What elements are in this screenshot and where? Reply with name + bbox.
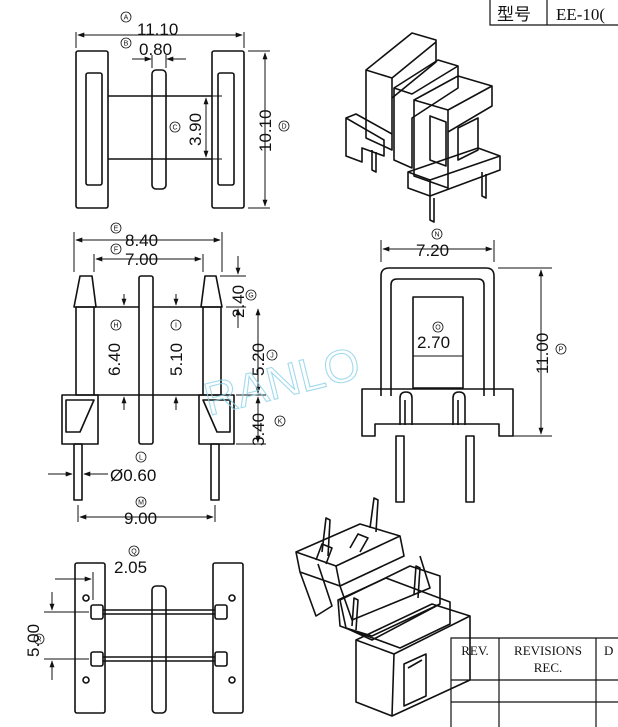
revisions-header-line1: REVISIONS — [514, 643, 582, 658]
dim-q-value: 2.05 — [114, 558, 147, 577]
title-block: 型号 EE-10( — [489, 0, 618, 26]
ref-a: A — [124, 15, 129, 22]
top-view — [75, 32, 270, 209]
dim-p-value: 11.00 — [533, 333, 552, 374]
watermark: RANLO — [199, 337, 365, 426]
bottom-view — [44, 562, 244, 714]
top-view-labels: A 11.10 B 0.80 C 3.90 10.10 D — [120, 11, 290, 152]
dim-b-value: 0.80 — [139, 40, 172, 59]
ref-n: N — [434, 232, 439, 239]
front-view — [48, 232, 266, 522]
dim-o-value: 2.70 — [417, 333, 450, 352]
ref-k: K — [278, 419, 283, 426]
rev-header: REV. — [461, 643, 489, 658]
dim-r-value: 5.00 — [24, 624, 43, 657]
ref-f: F — [114, 247, 118, 254]
dim-g-value: 2.40 — [229, 285, 248, 318]
dim-k-value: 3.40 — [249, 413, 268, 446]
dim-i-value: 5.10 — [167, 343, 186, 376]
model-label: 型号 — [497, 5, 531, 24]
isometric-view-top — [345, 32, 501, 223]
dim-a-value: 11.10 — [137, 20, 178, 39]
dim-n-value: 7.20 — [416, 241, 449, 260]
ref-o: O — [435, 325, 441, 332]
isometric-view-bottom — [295, 497, 471, 717]
ref-d: D — [281, 124, 286, 131]
side-view-labels: N 7.20 O 2.70 11.00 P — [416, 228, 567, 374]
dim-e-value: 8.40 — [125, 231, 158, 250]
ref-g: G — [248, 293, 253, 300]
dim-d-value: 10.10 — [256, 109, 275, 152]
dim-j-value: 5.20 — [249, 343, 268, 376]
revisions-header-line2: REC. — [534, 660, 563, 675]
ref-c: C — [172, 125, 177, 132]
d-header: D — [604, 643, 613, 658]
revision-table: REV. REVISIONS REC. D — [450, 637, 618, 727]
dim-h-value: 6.40 — [105, 343, 124, 376]
dim-c-value: 3.90 — [186, 113, 205, 146]
ref-i: I — [175, 323, 177, 330]
ref-r: R — [36, 637, 41, 644]
bottom-view-labels: Q 2.05 R 5.00 — [24, 545, 147, 657]
ref-e: E — [114, 226, 119, 233]
ref-m: M — [138, 500, 144, 507]
dim-l-value: Ø0.60 — [110, 466, 156, 485]
ref-j: J — [270, 353, 274, 360]
dim-f-value: 7.00 — [125, 250, 158, 269]
ref-l: L — [139, 455, 143, 462]
front-view-labels: E 8.40 F 7.00 2.40 G H 6.40 I 5.10 5.20 … — [105, 222, 286, 528]
dim-m-value: 9.00 — [124, 509, 157, 528]
ref-h: H — [113, 323, 118, 330]
side-view — [361, 240, 552, 503]
ref-p: P — [559, 347, 564, 354]
ref-b: B — [124, 41, 129, 48]
model-value: EE-10( — [556, 5, 605, 24]
ref-q: Q — [131, 549, 137, 556]
